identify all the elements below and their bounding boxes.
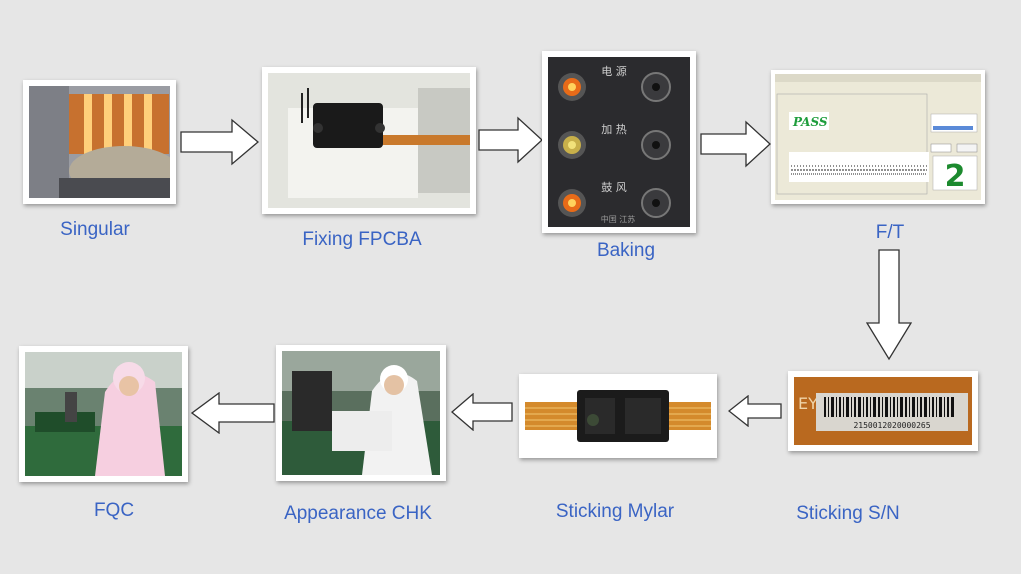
label-fixing-fpcba: Fixing FPCBA: [302, 229, 422, 250]
arrow-left-1: [728, 395, 782, 427]
photo-appearance-chk: [276, 345, 446, 481]
sn-label-graphic: EY 2150012020000265: [794, 377, 972, 445]
baking-footer-text: 中国 江苏: [601, 214, 636, 224]
arrow-down: [866, 249, 912, 361]
photo-sticking-mylar: [519, 374, 717, 458]
ft-pass-text: PASS: [792, 115, 828, 129]
singular-machine-graphic: [29, 86, 170, 198]
mylar-graphic: [525, 380, 711, 452]
photo-singular: [23, 80, 176, 204]
label-sticking-sn: Sticking S/N: [796, 503, 900, 524]
baking-panel-graphic: 电 源 加 热 鼓 风 中国 江苏: [548, 57, 690, 227]
label-singular: Singular: [60, 219, 130, 240]
baking-lamp-1: [558, 72, 671, 102]
arrow-left-2: [451, 393, 513, 431]
photo-fqc: [19, 346, 188, 482]
arrow-right-2: [478, 116, 544, 164]
label-fqc: FQC: [93, 500, 135, 521]
barcode: [824, 397, 954, 417]
baking-row-label-1: 电 源: [601, 64, 627, 78]
label-sticking-mylar: Sticking Mylar: [555, 501, 675, 522]
baking-lamp-2: [558, 130, 671, 160]
photo-sticking-sn: EY 2150012020000265: [788, 371, 978, 451]
arrow-right-1: [180, 118, 260, 166]
fixing-fpcba-graphic: [268, 73, 470, 208]
fqc-graphic: [25, 352, 182, 476]
appearance-chk-graphic: [282, 351, 440, 475]
baking-row-label-3: 鼓 风: [601, 180, 627, 194]
baking-row-label-2: 加 热: [601, 123, 627, 136]
ft-screen-graphic: PASS 2: [775, 74, 981, 200]
arrow-right-3: [700, 120, 772, 168]
label-ft: F/T: [875, 222, 905, 243]
ft-counter-text: 2: [945, 159, 966, 194]
baking-lamp-3: [558, 188, 671, 218]
sn-serial-text: 2150012020000265: [853, 421, 930, 430]
photo-baking: 电 源 加 热 鼓 风 中国 江苏: [542, 51, 696, 233]
label-baking: Baking: [596, 240, 656, 261]
label-appearance-chk: Appearance CHK: [284, 503, 432, 524]
photo-ft: PASS 2: [771, 70, 985, 204]
arrow-left-3: [191, 392, 275, 434]
photo-fixing-fpcba: [262, 67, 476, 214]
sn-prefix-text: EY: [798, 394, 818, 413]
